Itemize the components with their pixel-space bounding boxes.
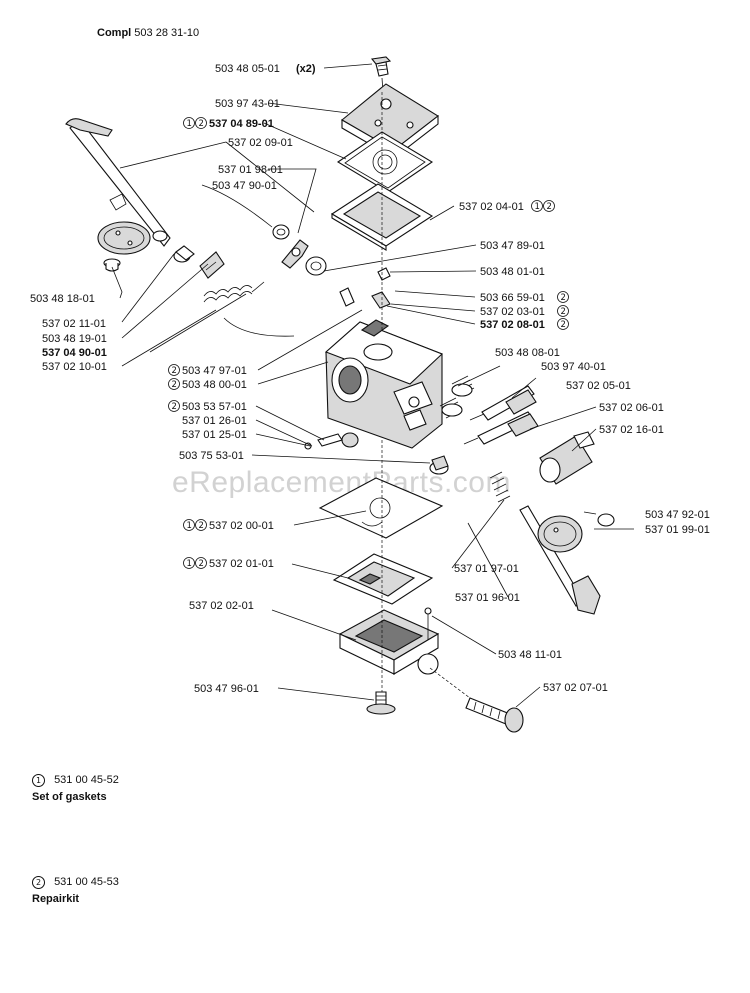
choke-screw-part — [597, 513, 615, 527]
throttle-valve-part — [97, 221, 151, 255]
label-503-48-08-01: 503 48 08-01 — [495, 347, 560, 359]
metering-diaphragm-part — [318, 477, 444, 539]
metering-pin-part — [424, 607, 432, 640]
label-537-04-89-01: 537 04 89-01 — [209, 118, 274, 130]
metering-cover-screw-part — [366, 691, 396, 715]
main-needle-part — [463, 411, 539, 445]
label-503-47-96-01: 503 47 96-01 — [194, 683, 259, 695]
kit-mark-2: 2 — [172, 380, 177, 390]
label-537-02-06-01: 537 02 06-01 — [599, 402, 664, 414]
leader-lines — [111, 63, 634, 708]
label-537-01-99-01: 537 01 99-01 — [645, 524, 710, 536]
label-537-02-11-01: 537 02 11-01 — [42, 318, 106, 330]
metering-cover-part — [338, 609, 440, 675]
label-503-47-92-01: 503 47 92-01 — [645, 509, 710, 521]
kit-mark-2: 2 — [172, 366, 177, 376]
label-537-04-90-01: 537 04 90-01 — [42, 347, 107, 359]
legend-gasket-set: 1 531 00 45-52 Set of gaskets — [32, 774, 119, 803]
valve-screw-part — [103, 258, 121, 272]
label-503-48-11-01: 503 48 11-01 — [498, 649, 562, 661]
label-503-53-57-01: 503 53 57-01 — [182, 401, 247, 413]
throttle-spring-part — [203, 281, 295, 337]
label-503-48-00-01: 503 48 00-01 — [182, 379, 247, 391]
label-537-01-25-01: 537 01 25-01 — [182, 429, 247, 441]
label-537-02-16-01: 537 02 16-01 — [599, 424, 664, 436]
carb-mount-screw-part — [465, 697, 524, 733]
label-537-02-05-01: 537 02 05-01 — [566, 380, 631, 392]
detent-bushing-part — [272, 224, 290, 240]
metering-gasket-part — [332, 553, 434, 605]
label-537-01-96-01: 537 01 96-01 — [455, 592, 520, 604]
watermark: eReplacementParts.com — [172, 466, 511, 499]
inlet-needle-part — [371, 291, 391, 309]
label-503-47-90-01: 503 47 90-01 — [212, 180, 277, 192]
pump-diaphragm-part — [336, 131, 434, 193]
compl-number: 503 28 31-10 — [134, 27, 200, 39]
label-537-02-03-01: 537 02 03-01 — [480, 306, 545, 318]
legend-name-1: Set of gaskets — [32, 791, 107, 803]
choke-valve-disc-part — [537, 515, 583, 553]
label-537-02-01-01: 537 02 01-01 — [209, 558, 274, 570]
kit-mark-2: 2 — [199, 521, 204, 531]
kit-mark-2: 2 — [561, 307, 566, 317]
label-503-66-59-01: 503 66 59-01 — [480, 292, 545, 304]
label-537-01-26-01: 537 01 26-01 — [182, 415, 247, 427]
legend-mark-2: 2 — [32, 876, 45, 889]
part-labels: 503 48 05-01 (x2) 503 97 43-01 1 2 537 0… — [30, 63, 710, 695]
needle-spring-lower-part — [439, 397, 463, 419]
kit-mark-2: 2 — [561, 320, 566, 330]
idle-needle-part — [469, 385, 537, 421]
choke-body-part — [539, 431, 595, 485]
throttle-shaft-part — [65, 118, 171, 247]
label-537-02-10-01: 537 02 10-01 — [42, 361, 107, 373]
label-537-01-98-01: 537 01 98-01 — [218, 164, 283, 176]
label-537-02-00-01: 537 02 00-01 — [209, 520, 274, 532]
legend-number-2: 531 00 45-53 — [54, 876, 119, 888]
label-503-97-43-01: 503 97 43-01 — [215, 98, 280, 110]
kit-mark-2: 2 — [172, 402, 177, 412]
kit-mark-1: 1 — [535, 202, 540, 212]
kit-mark-1: 1 — [187, 119, 192, 129]
label-537-02-02-01: 537 02 02-01 — [189, 600, 254, 612]
choke-shaft-spring-part — [489, 471, 511, 503]
assembly-header: Compl 503 28 31-10 — [97, 27, 199, 39]
label-503-48-05-01: 503 48 05-01 — [215, 63, 280, 75]
compl-label: Compl — [97, 27, 132, 39]
throttle-lever-part — [199, 251, 225, 279]
needle-plug-part — [339, 267, 391, 307]
carburetor-body-part — [324, 319, 444, 449]
legend-repair-kit: 2 531 00 45-53 Repairkit — [32, 876, 119, 905]
label-503-75-53-01: 503 75 53-01 — [179, 450, 244, 462]
label-503-47-89-01: 503 47 89-01 — [480, 240, 545, 252]
needle-spring-upper-part — [451, 375, 475, 397]
kit-mark-1: 1 — [187, 559, 192, 569]
label-537-01-97-01: 537 01 97-01 — [454, 563, 519, 575]
kit-mark-2: 2 — [199, 559, 204, 569]
label-537-02-04-01: 537 02 04-01 — [459, 201, 524, 213]
detent-lever-part — [281, 239, 309, 269]
legend-number-1: 531 00 45-52 — [54, 774, 119, 786]
label-537-02-07-01: 537 02 07-01 — [543, 682, 608, 694]
shaft-bushing-part — [173, 245, 195, 263]
choke-shaft-part — [519, 505, 601, 615]
label-537-02-09-01: 537 02 09-01 — [228, 137, 293, 149]
kit-mark-2: 2 — [547, 202, 552, 212]
kit-mark-2: 2 — [199, 119, 204, 129]
legend-name-2: Repairkit — [32, 893, 80, 905]
label-503-48-19-01: 503 48 19-01 — [42, 333, 107, 345]
label-qty-x2: (x2) — [296, 63, 316, 75]
choke-valve-screw-part — [304, 432, 359, 450]
label-537-02-08-01: 537 02 08-01 — [480, 319, 545, 331]
fuel-filter-cap-part — [429, 455, 449, 475]
label-503-47-97-01: 503 47 97-01 — [182, 365, 247, 377]
legend-mark-1: 1 — [32, 774, 45, 787]
kit-mark-2: 2 — [561, 293, 566, 303]
label-503-48-18-01: 503 48 18-01 — [30, 293, 95, 305]
detent-spring-part — [305, 256, 327, 276]
kit-mark-1: 1 — [187, 521, 192, 531]
label-503-97-40-01: 503 97 40-01 — [541, 361, 606, 373]
label-503-48-01-01: 503 48 01-01 — [480, 266, 545, 278]
